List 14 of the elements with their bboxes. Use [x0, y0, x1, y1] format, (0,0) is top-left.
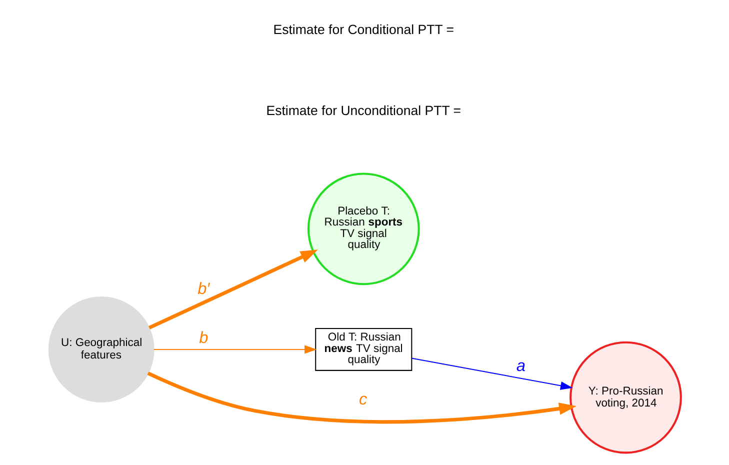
node-circle: U: Geographical features — [48, 296, 154, 402]
arrow — [153, 345, 316, 354]
node-circle: Y: Pro-Russian voting, 2014 — [569, 341, 682, 454]
edge-label: a — [516, 356, 525, 375]
arrow — [146, 372, 576, 424]
arrow — [148, 250, 318, 330]
arrow — [411, 358, 572, 390]
edge-label: b — [198, 329, 208, 348]
label: Estimate for Unconditional PTT = — [266, 102, 461, 118]
edge-label: c — [358, 390, 367, 408]
edge-label: b′ — [197, 280, 210, 298]
label: Estimate for Conditional PTT = — [272, 22, 454, 38]
node-box: Old T: Russian news TV signal quality — [314, 328, 412, 371]
node-circle: Placebo T: Russian sports TV signal quality — [306, 172, 420, 286]
